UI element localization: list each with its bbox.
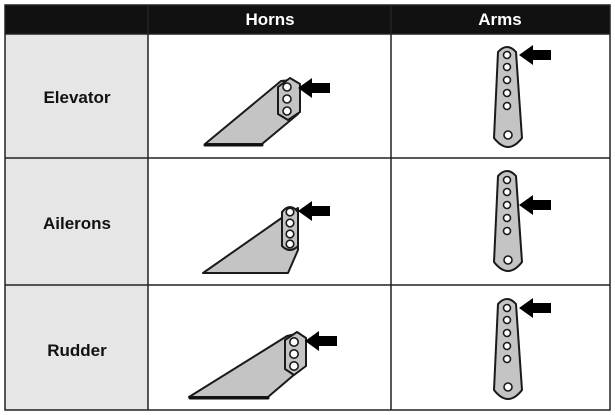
- servo-arm-icon: [493, 170, 523, 272]
- control-horn-icon: [188, 331, 307, 400]
- row-label-column: [5, 34, 148, 410]
- column-header-horns: Horns: [245, 10, 294, 29]
- table-grid: [4, 4, 611, 411]
- header-row: [5, 5, 610, 34]
- control-horn-icon: [202, 206, 299, 274]
- row-label-elevator: Elevator: [43, 88, 110, 107]
- servo-arm-icon: [493, 298, 523, 400]
- column-header-arms: Arms: [478, 10, 521, 29]
- control-horn-icon: [203, 77, 301, 147]
- row-label-ailerons: Ailerons: [43, 214, 111, 233]
- servo-arm-icon: [493, 46, 523, 148]
- row-label-rudder: Rudder: [47, 341, 107, 360]
